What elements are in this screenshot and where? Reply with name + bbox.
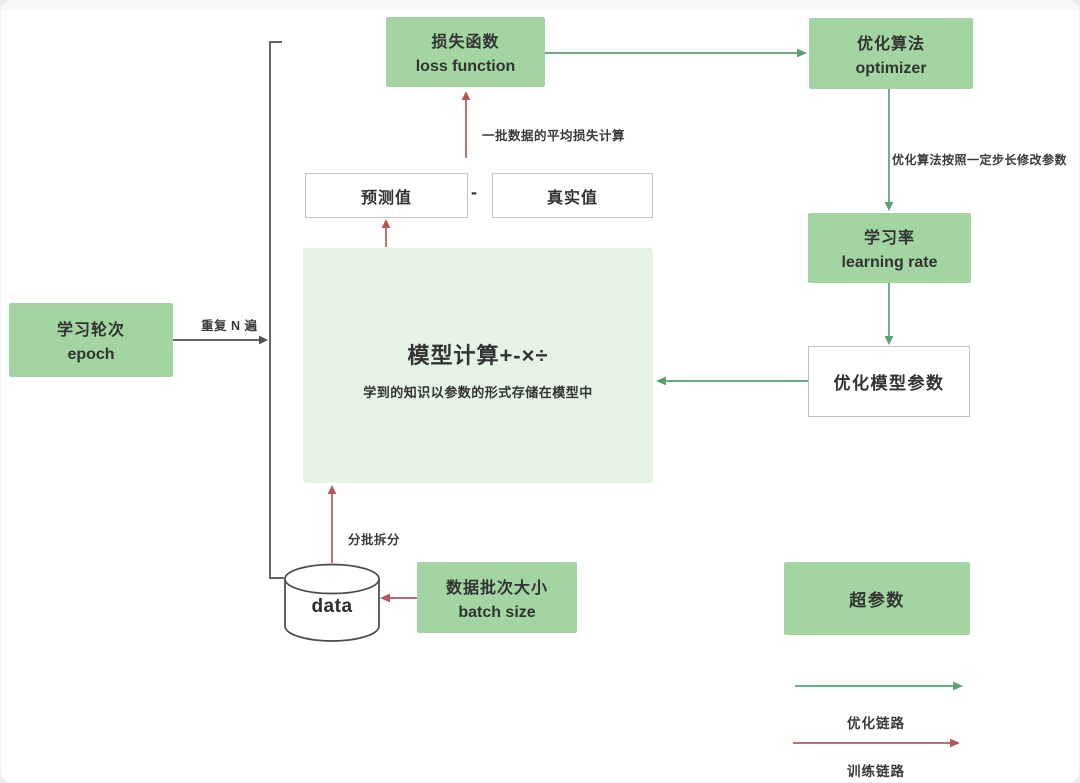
- label-optimizer-step: 优化算法按照一定步长修改参数: [892, 153, 1068, 167]
- model-title: 模型计算+-×÷: [407, 343, 549, 368]
- data-store-label: data: [311, 596, 353, 617]
- epoch-title: 学习轮次: [56, 322, 125, 339]
- optimizer-subtitle: optimizer: [855, 59, 927, 77]
- node-loss-function: 损失函数 loss function: [386, 17, 545, 87]
- repeat-bracket: [269, 41, 284, 579]
- arrowhead-model-to-predicted: [381, 219, 391, 228]
- arrowhead-lr-to-params: [884, 336, 894, 345]
- node-model: 模型计算+-×÷ 学到的知识以参数的形式存储在模型中: [303, 248, 653, 483]
- legend-training-arrowhead: [950, 738, 960, 748]
- node-epoch: 学习轮次 epoch: [9, 303, 173, 377]
- label-avg-loss: 一批数据的平均损失计算: [482, 129, 626, 143]
- arrowhead-params-to-model: [656, 376, 666, 386]
- optimize-model-params-title: 优化模型参数: [833, 374, 945, 393]
- node-hyperparameters: 超参数: [784, 562, 970, 635]
- arrowhead-data-to-model: [327, 485, 337, 494]
- node-batch-size: 数据批次大小 batch size: [417, 562, 577, 633]
- hyperparameters-title: 超参数: [849, 591, 905, 610]
- node-predicted-value: 预测值: [305, 173, 468, 218]
- arrowhead-loss-to-optimizer: [797, 48, 807, 58]
- epoch-subtitle: epoch: [67, 346, 115, 363]
- batch-size-title: 数据批次大小: [445, 579, 548, 597]
- batch-size-subtitle: batch size: [458, 603, 536, 621]
- node-optimizer: 优化算法 optimizer: [809, 18, 973, 89]
- learning-rate-title: 学习率: [863, 230, 915, 247]
- node-learning-rate: 学习率 learning rate: [808, 213, 971, 283]
- actual-value-title: 真实值: [546, 189, 598, 207]
- label-repeat-n: 重复 N 遍: [201, 319, 258, 333]
- data-cylinder-top: [284, 563, 380, 595]
- arrowhead-optimizer-to-lr: [884, 202, 894, 211]
- arrowhead-batch-to-data: [380, 593, 390, 603]
- node-actual-value: 真实值: [492, 173, 653, 218]
- label-batch-split: 分批拆分: [348, 533, 401, 547]
- model-subtitle: 学到的知识以参数的形式存储在模型中: [363, 385, 593, 400]
- loss-function-subtitle: loss function: [415, 58, 516, 75]
- legend-training-label: 训练链路: [847, 764, 905, 779]
- node-optimize-model-params: 优化模型参数: [808, 346, 970, 417]
- legend-optimization-arrowhead: [953, 681, 963, 691]
- optimizer-title: 优化算法: [856, 35, 925, 53]
- predicted-value-title: 预测值: [360, 189, 412, 207]
- loss-function-title: 损失函数: [431, 34, 500, 51]
- arrowhead-diff-to-loss: [461, 91, 471, 100]
- minus-sign: -: [471, 182, 477, 202]
- arrowhead-epoch-to-loop: [259, 335, 268, 345]
- legend-optimization-label: 优化链路: [847, 716, 905, 731]
- learning-rate-subtitle: learning rate: [841, 254, 938, 271]
